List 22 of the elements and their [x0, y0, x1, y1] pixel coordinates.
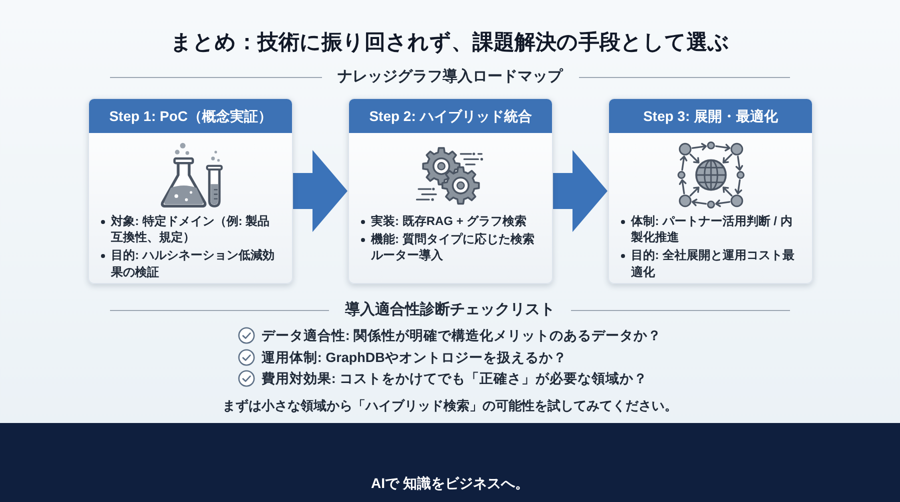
bullet-text: 機能: 質問タイプに応じた検索ルーター導入	[371, 231, 536, 264]
bullet-text: 実装: 既存RAG + グラフ検索	[371, 213, 527, 230]
step-header: Step 2: ハイブリッド統合	[349, 99, 552, 133]
bullet-text: 体制: パートナー活用判断 / 内製化推進	[631, 213, 794, 246]
bullet-text: 目的: ハルシネーション低減効果の検証	[111, 247, 276, 280]
step-header: Step 3: 展開・最適化	[609, 99, 812, 133]
slogan: AIで 知識をビジネスへ。	[371, 474, 529, 493]
step-card	[88, 98, 293, 284]
section-heading: ナレッジグラフ導入ロードマップ	[338, 67, 562, 87]
step-header: Step 1: PoC（概念実証）	[89, 99, 292, 133]
checklist-item: 費用対効果: コストをかけてでも「正確さ」が必要な領域か？	[261, 370, 648, 388]
step-card	[348, 98, 553, 284]
bullet-text: 対象: 特定ドメイン（例: 製品互換性、規定）	[111, 213, 271, 246]
block-arrow	[293, 150, 348, 232]
title: まとめ：技術に振り回されず、課題解決の手段として選ぶ	[170, 30, 730, 56]
bullet-text: 目的: 全社展開と運用コスト最適化	[631, 247, 796, 280]
checklist-item: 運用体制: GraphDBやオントロジーを扱えるか？	[261, 348, 567, 366]
step-card	[608, 98, 813, 284]
closing-note: まずは小さな領域から「ハイブリッド検索」の可能性を試してみてください。	[222, 396, 678, 415]
block-arrow	[553, 150, 608, 232]
section-heading: 導入適合性診断チェックリスト	[345, 300, 555, 320]
checklist-item: データ適合性: 関係性が明確で構造化メリットのあるデータか？	[261, 327, 662, 344]
